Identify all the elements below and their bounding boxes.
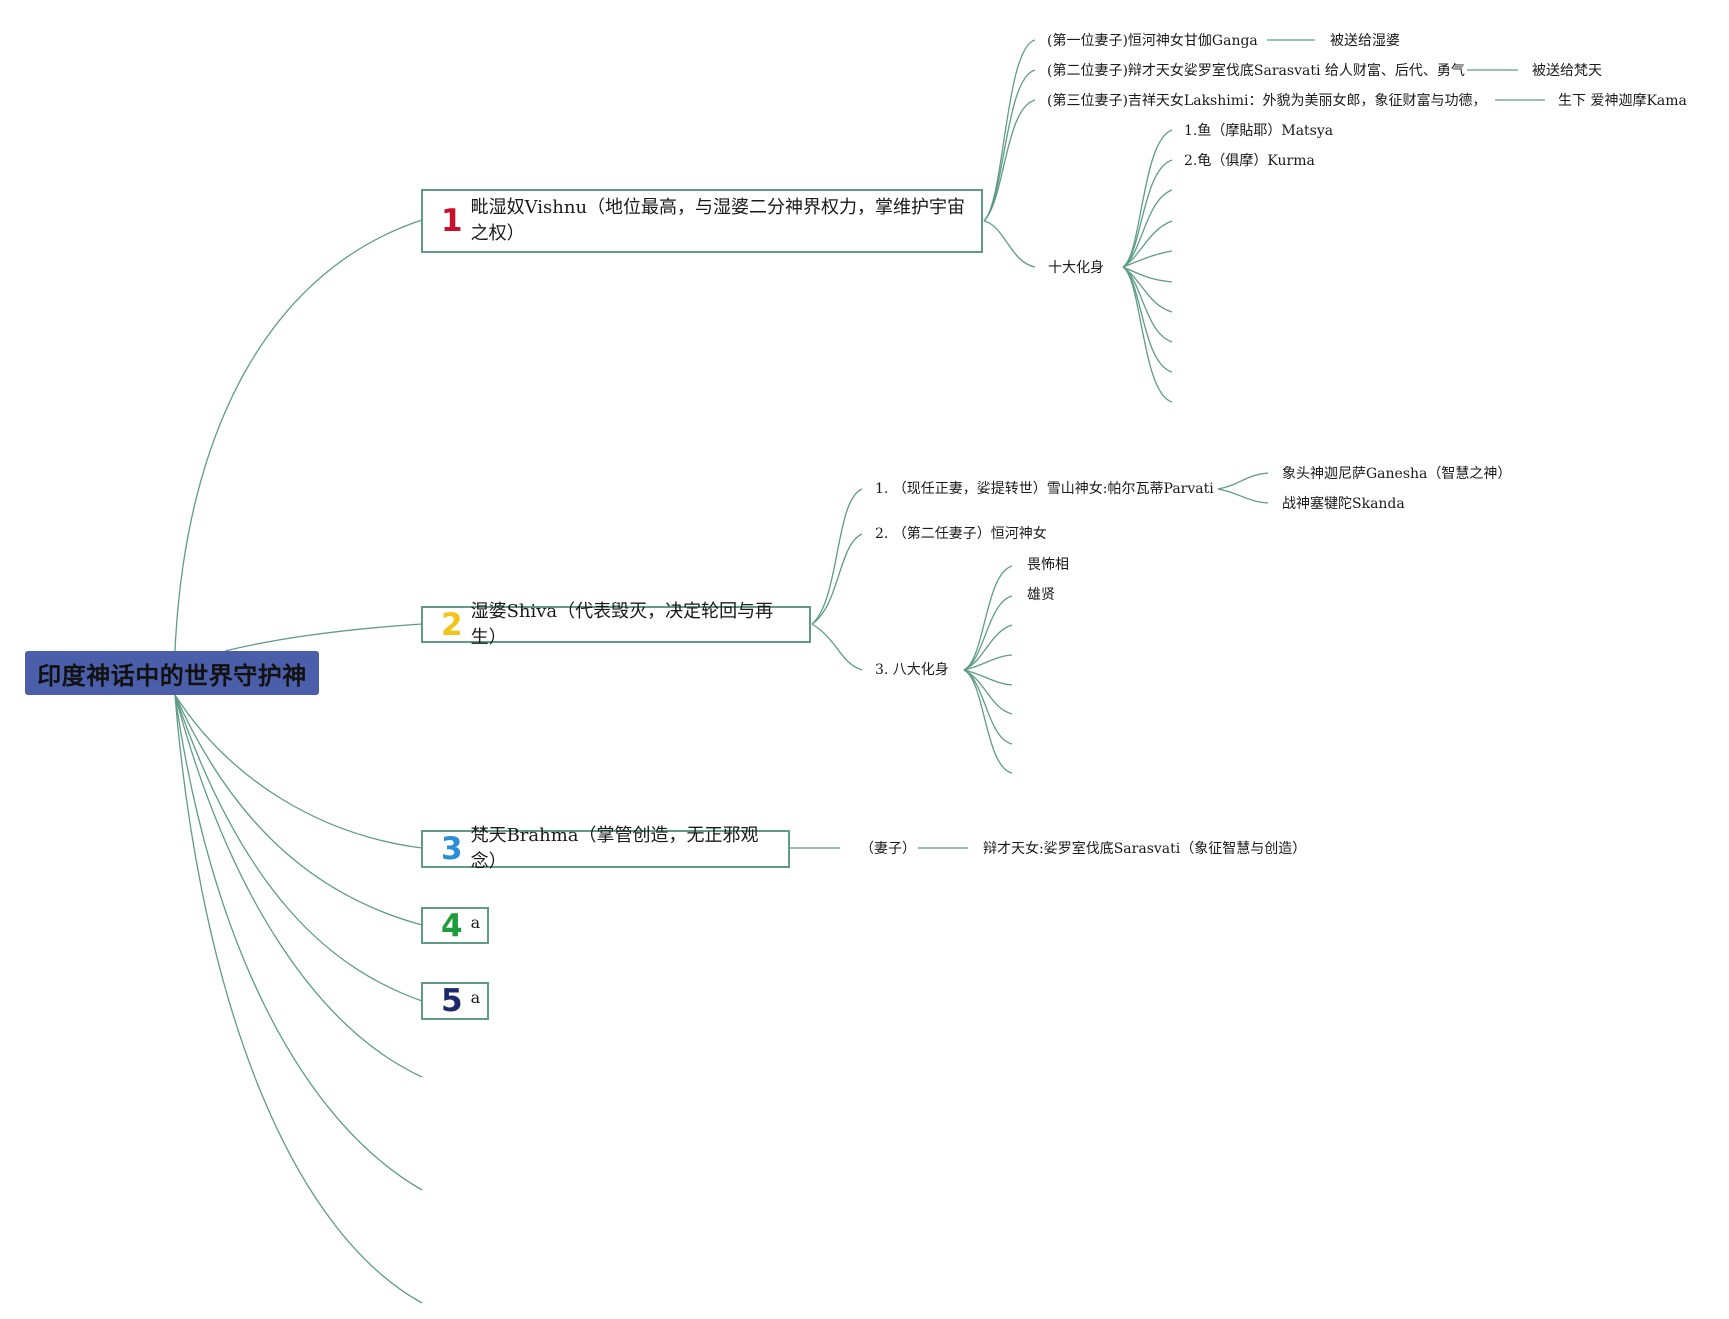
vishnu-wife3[interactable]: (第三位妻子)吉祥天女Lakshimi：外貌为美丽女郎，象征财富与功德， (1047, 93, 1487, 109)
link-parvati-child1 (1217, 472, 1269, 490)
link-shiva-wife2 (811, 533, 863, 625)
branch-shiva[interactable]: 2 湿婆Shiva（代表毁灭，决定轮回与再生） (421, 601, 811, 648)
shiva-avatars-label[interactable]: 3. 八大化身 (875, 662, 949, 678)
link-avatar-2 (1122, 159, 1173, 268)
vishnu-wife2[interactable]: (第二位妻子)辩才天女娑罗室伐底Sarasvati 给人财富、后代、勇气 (1047, 63, 1465, 79)
link-shiva-avatar-4 (963, 654, 1013, 671)
brahma-wife-label[interactable]: （妻子） (860, 841, 916, 857)
branch-number-2: 2 (441, 606, 463, 643)
shiva-avatar-2[interactable]: 雄贤 (1027, 587, 1055, 603)
link-root-empty8 (174, 694, 423, 1304)
link-root-vishnu (174, 219, 423, 652)
vishnu-wife1[interactable]: (第一位妻子)恒河神女甘伽Ganga (1047, 33, 1258, 49)
link-avatar-3 (1122, 189, 1173, 268)
vishnu-wife1-note[interactable]: 被送给湿婆 (1330, 33, 1400, 49)
link-shiva-avatar-8 (963, 669, 1013, 774)
branch-4[interactable]: 4 a (421, 907, 489, 944)
link-avatar-7 (1122, 266, 1173, 313)
link-root-empty6 (174, 694, 423, 1078)
link-avatar-4 (1122, 220, 1173, 268)
branch-label-brahma: 梵天Brahma（掌管创造，无正邪观念） (470, 825, 759, 872)
link-shiva-avatar-5 (963, 669, 1013, 686)
shiva-wife1[interactable]: 1. （现任正妻，娑提转世）雪山神女:帕尔瓦蒂Parvati (875, 481, 1214, 497)
branch-number-1: 1 (441, 203, 463, 239)
link-avatar-10 (1122, 266, 1173, 403)
link-avatar-6 (1122, 266, 1173, 283)
vishnu-wife2-note[interactable]: 被送给梵天 (1532, 63, 1602, 79)
branch-label-5: a (470, 988, 481, 1007)
link-avatar-5 (1122, 250, 1173, 268)
link-shiva-avatar-1 (963, 565, 1013, 671)
branch-number-3: 3 (441, 831, 463, 867)
vishnu-wife3-note[interactable]: 生下 爱神迦摩Kama (1558, 93, 1687, 109)
link-shiva-avatar-2 (963, 595, 1013, 671)
shiva-wife2[interactable]: 2. （第二任妻子）恒河神女 (875, 526, 1047, 542)
branch-5[interactable]: 5 a (421, 982, 489, 1020)
link-root-branch5 (174, 694, 423, 1002)
link-vishnu-wife1 (983, 39, 1036, 222)
branch-number-5: 5 (441, 983, 463, 1019)
branch-label-shiva: 湿婆Shiva（代表毁灭，决定轮回与再生） (470, 600, 774, 648)
link-root-shiva (224, 623, 423, 652)
link-root-brahma (174, 694, 423, 849)
link-root-branch4 (174, 694, 423, 926)
root-topic[interactable]: 印度神话中的世界守护神 (25, 651, 319, 695)
brahma-wife[interactable]: 辩才天女:娑罗室伐底Sarasvati（象征智慧与创造） (983, 841, 1307, 857)
link-shiva-wife1 (811, 488, 863, 625)
shiva-child2[interactable]: 战神塞犍陀Skanda (1282, 496, 1405, 512)
link-parvati-child2 (1217, 488, 1269, 504)
branch-label-4: a (470, 912, 481, 932)
link-shiva-avatar-3 (963, 624, 1013, 671)
branch-brahma[interactable]: 3 梵天Brahma（掌管创造，无正邪观念） (421, 825, 790, 872)
vishnu-avatars-label[interactable]: 十大化身 (1048, 260, 1104, 276)
shiva-child1[interactable]: 象头神迦尼萨Ganesha（智慧之神） (1282, 466, 1512, 482)
shiva-avatar-1[interactable]: 畏怖相 (1027, 557, 1069, 573)
branch-vishnu[interactable]: 1 毗湿奴Vishnu（地位最高，与湿婆二分神界权力，掌维护宇宙之权） (421, 189, 983, 253)
link-vishnu-wife2 (983, 69, 1036, 222)
link-root-empty7 (174, 694, 423, 1191)
branch-number-4: 4 (441, 907, 463, 944)
link-avatar-1 (1122, 129, 1173, 268)
vishnu-avatar-2[interactable]: 2.龟（俱摩）Kurma (1184, 153, 1315, 169)
link-shiva-avatars (811, 623, 863, 671)
branch-label-vishnu: 毗湿奴Vishnu（地位最高，与湿婆二分神界权力，掌维护宇宙之权） (470, 197, 966, 244)
link-vishnu-wife3 (983, 99, 1036, 222)
vishnu-avatar-1[interactable]: 1.鱼（摩貼耶）Matsya (1184, 123, 1334, 139)
link-vishnu-avatars (983, 220, 1036, 268)
